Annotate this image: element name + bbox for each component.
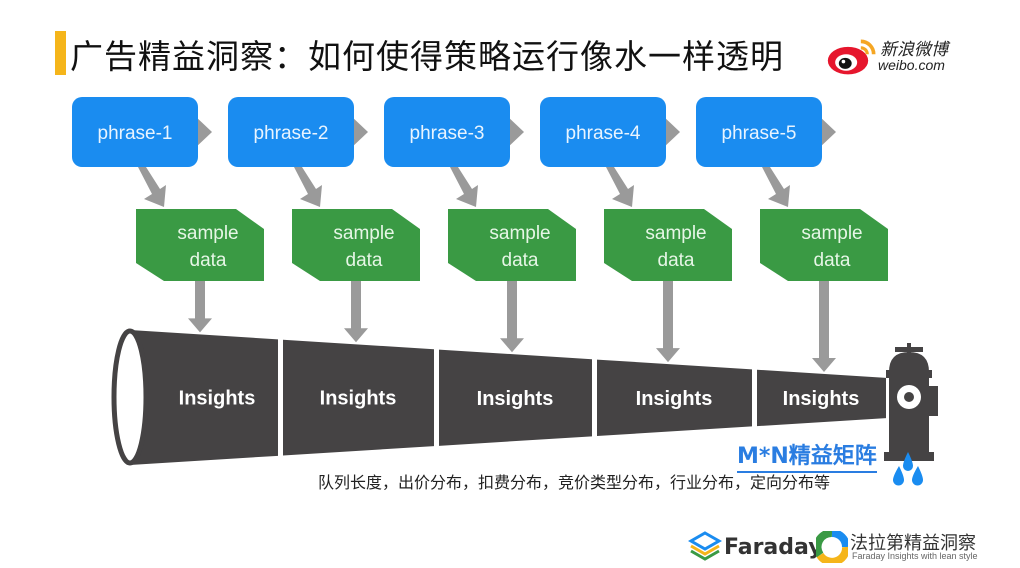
insight-label: Insights [636,388,713,410]
phrase-box [384,97,510,167]
pipe-segment [130,330,278,465]
sample-data-box [604,209,732,281]
faraday-layers-icon [688,531,722,561]
arrow-down-icon [138,167,166,207]
sample-label-line1: sample [645,223,706,244]
sample-data-box [448,209,576,281]
sample-data-box [760,209,888,281]
insight-label: Insights [320,388,397,410]
phrase-box [228,97,354,167]
sample-label-line2: data [814,250,851,271]
arrow-down-icon [762,167,790,207]
faraday-ring-icon [816,531,848,563]
weibo-name-cn: 新浪微博 [880,40,948,60]
flow-chevron-icon [194,115,212,149]
arrow-down-icon [812,281,836,372]
sample-label-line2: data [346,250,383,271]
flow-chevron-icon [506,115,524,149]
flow-chevron-icon [350,115,368,149]
title-accent-bar [55,31,66,75]
sample-label-line2: data [658,250,695,271]
page-title: 广告精益洞察：如何使得策略运行像水一样透明 [70,37,784,76]
fire-hydrant-icon [884,343,938,461]
weibo-eye-icon [827,39,876,75]
insight-label: Insights [477,388,554,410]
pipe-segment [283,339,434,456]
arrow-down-icon [450,167,478,207]
sample-label-line1: sample [489,223,550,244]
pipe-segment [597,359,752,437]
weibo-name-en: weibo.com [878,57,945,73]
phrase-label: phrase-4 [566,123,641,144]
matrix-description: 队列长度，出价分布，扣费分布，竞价类型分布，行业分布，定向分布等 [318,473,831,492]
sample-label-line1: sample [177,223,238,244]
sample-label-line1: sample [801,223,862,244]
arrow-down-icon [500,281,524,353]
phrase-box [696,97,822,167]
pipe-segment [439,349,592,446]
arrow-down-icon [656,281,680,363]
phrase-box [540,97,666,167]
partner-name-cn: 法拉第精益洞察 [850,533,976,554]
sample-data-box [292,209,420,281]
insight-label: Insights [179,388,256,410]
phrase-box [72,97,198,167]
sample-label-line2: data [502,250,539,271]
phrase-label: phrase-5 [722,123,797,144]
pipe-segment [757,369,886,427]
phrase-label: phrase-1 [98,123,173,144]
sample-label-line1: sample [333,223,394,244]
arrow-down-icon [188,281,212,333]
water-drops-icon [893,452,923,486]
matrix-title: M*N精益矩阵 [737,438,877,473]
faraday-brand-name: Faraday [724,535,823,560]
phrase-label: phrase-3 [410,123,485,144]
arrow-down-icon [606,167,634,207]
sample-data-box [136,209,264,281]
pipe-opening [111,328,149,466]
flow-chevron-icon [818,115,836,149]
flow-chevron-icon [662,115,680,149]
partner-tagline: Faraday Insights with lean style [852,551,978,561]
insight-label: Insights [783,388,860,410]
sample-label-line2: data [190,250,227,271]
arrow-down-icon [344,281,368,343]
phrase-label: phrase-2 [254,123,329,144]
arrow-down-icon [294,167,322,207]
